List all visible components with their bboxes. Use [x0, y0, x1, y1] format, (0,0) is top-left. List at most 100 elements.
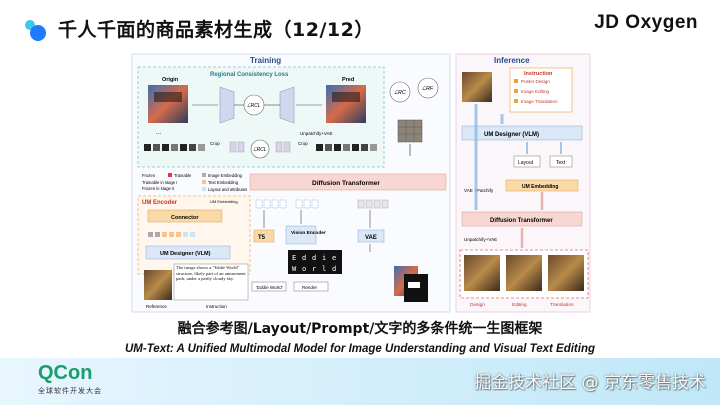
poster-design-label: Poster Design [521, 79, 550, 84]
svg-text:i: i [322, 254, 326, 262]
origin-image-text-region [154, 92, 182, 102]
svg-text:ℒRCL: ℒRCL [247, 103, 261, 109]
editing-label: Editing [512, 302, 527, 308]
origin-image [148, 85, 188, 123]
pred-image-text-region [332, 92, 360, 102]
um-embedding-small-label: UM Embedding [210, 199, 238, 204]
footer-bar [0, 358, 720, 405]
instruction-box [509, 67, 573, 113]
dit-training-label: Diffusion Transformer [312, 180, 380, 187]
t5-box [253, 229, 275, 243]
um-encoder-label: UM Encoder [142, 200, 178, 206]
legend-frozen: Frozen [142, 173, 156, 178]
qcon-logo: QCon [38, 362, 93, 384]
svg-text:...: ... [156, 130, 161, 136]
editing-output-image [506, 255, 542, 291]
t5-label: T5 [258, 235, 266, 241]
svg-text:ℒRF: ℒRF [422, 85, 434, 92]
um-designer-train-box [145, 245, 231, 260]
rc-loss-node [389, 81, 411, 103]
training-title: Training [250, 56, 281, 65]
translation-output-image [548, 255, 584, 291]
pred-image [326, 85, 366, 123]
svg-text:ℒRCL: ℒRCL [253, 147, 267, 153]
rf-loss-node [417, 77, 439, 99]
crop-label-right: Crop [298, 141, 308, 146]
inf-vae-patchify-label: VAE +Patchify [464, 188, 494, 193]
watermark: 掘金技术社区 @ 京东零售技术 [474, 373, 706, 393]
instruction-box-title: Instruction [524, 71, 553, 77]
connector-label: Connector [171, 215, 199, 221]
svg-text:e: e [332, 254, 336, 262]
glyph-grid: E d d i e W o r l d [288, 250, 342, 274]
svg-text:o: o [302, 265, 306, 273]
translation-label: Translation [550, 302, 574, 308]
image-editing-label: Image Editing [521, 89, 550, 94]
legend-layout-attributes: Layout and attributes [208, 187, 247, 192]
svg-text:r: r [312, 265, 316, 273]
inf-layout-label: Layout [518, 160, 534, 166]
logo-dot-icon [25, 20, 35, 30]
instruction-label: Instruction [206, 304, 227, 309]
reference-label: Reference [146, 304, 167, 309]
vision-encoder-box [285, 225, 317, 245]
instruction-bubble [173, 263, 249, 301]
vae-train-box [357, 229, 385, 243]
um-embedding-token-row [255, 199, 319, 209]
unpatchify-label: Unpatchify+VAE [300, 131, 333, 136]
inf-text-box [549, 155, 573, 168]
inf-um-embedding-label: UM Embedding [522, 184, 558, 190]
slide-header: 千人千面的商品素材生成（12/12） JD Oxygen [0, 0, 720, 50]
decoder-trapezoid [279, 86, 295, 124]
inference-input-image [462, 72, 492, 102]
svg-text:l: l [322, 265, 326, 273]
latent-cube [397, 119, 423, 143]
image-editing-icon [514, 89, 518, 93]
eddie-world-tag: 'Eddie World' [256, 285, 283, 290]
image-translation-icon [514, 99, 518, 103]
connector-box [147, 209, 223, 223]
pred-token-row [316, 144, 377, 151]
rcl-loss-node-2 [250, 139, 270, 159]
inf-text-label: Text [556, 160, 566, 166]
legend-trainable: Trainable [174, 173, 192, 178]
vae-token-row [357, 199, 389, 209]
legend-image-embedding: Image Embedding [208, 173, 243, 178]
um-designer-train-label: UM Designer (VLM) [160, 251, 211, 257]
qcon-subtitle: 全球软件开发大会 [38, 387, 102, 395]
logo-dot-icon [30, 25, 46, 41]
dit-training-box [249, 173, 447, 191]
brand-logo: JD Oxygen [594, 12, 698, 33]
english-caption: UM-Text: A Unified Multimodal Model for … [124, 343, 596, 355]
inf-dit-box [461, 211, 583, 227]
inf-layout-box [513, 155, 541, 168]
svg-text:E: E [292, 254, 296, 262]
render-box [293, 281, 329, 292]
instruction-text: The image shows a "Eddie World" structur… [176, 265, 246, 282]
image-translation-label: Image Translation [521, 99, 558, 104]
inf-um-designer-label: UM Designer (VLM) [484, 132, 539, 138]
svg-text:d: d [312, 254, 316, 262]
legend-trainable-stage1: Trainable in stage I [142, 180, 177, 185]
architecture-diagram: Training Regional Consistency Loss Origi… [130, 52, 592, 314]
legend: Frozen Trainable Trainable in stage I Fr… [142, 173, 247, 192]
inf-um-designer-box [461, 125, 583, 141]
eddie-world-tag-box [251, 281, 287, 292]
rcl-title: Regional Consistency Loss [210, 72, 289, 78]
pred-label: Pred [342, 77, 354, 83]
page-title: 千人千面的商品素材生成（12/12） [58, 19, 374, 41]
encoder-trapezoid [219, 86, 235, 124]
designer-token-row [148, 232, 195, 237]
legend-frozen-stage2: Frozen in stage II [142, 186, 174, 191]
design-label: Design [470, 302, 485, 308]
reference-image [144, 270, 172, 300]
vae-train-label: VAE [365, 235, 377, 241]
legend-text-embedding: Text Embedding [208, 180, 239, 185]
poster-design-icon [514, 79, 518, 83]
svg-text:ℒRC: ℒRC [394, 89, 406, 96]
inference-title: Inference [494, 56, 530, 65]
inf-dit-label: Diffusion Transformer [490, 218, 553, 224]
vision-encoder-label: Vision Encoder [291, 230, 326, 236]
inf-unpatchify-label: Unpatchify+VAE [464, 237, 497, 242]
svg-text:d: d [332, 265, 336, 273]
